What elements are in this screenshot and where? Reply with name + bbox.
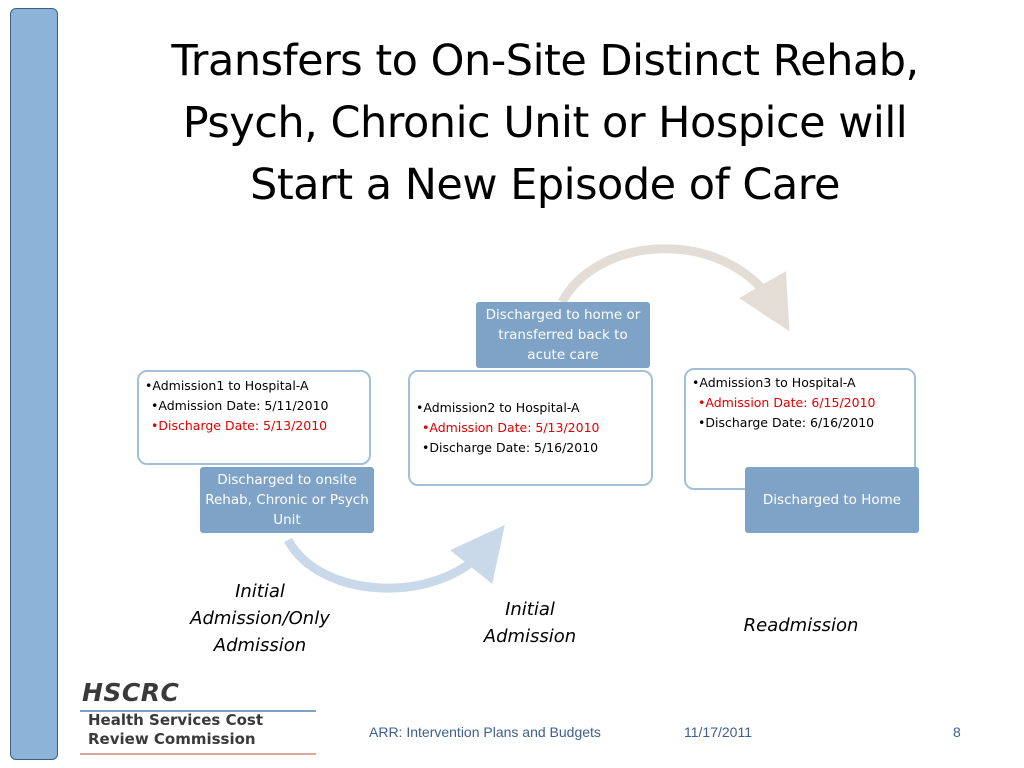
caption-initial-only-admission: Initial Admission/Only Admission xyxy=(170,578,350,659)
caption-1-line-2: Admission/Only xyxy=(190,608,330,629)
footer-slide-number: 8 xyxy=(953,724,961,740)
admission3-admission-date: •Admission Date: 6/15/2010 xyxy=(698,395,876,410)
caption-3-line-1: Readmission xyxy=(743,615,859,636)
caption-2-line-1: Initial xyxy=(505,599,555,620)
title-line-1: Transfers to On-Site Distinct Rehab, xyxy=(171,36,919,86)
admission3-discharge-date: •Discharge Date: 6/16/2010 xyxy=(698,415,875,430)
admission2-discharge-tag: Discharged to home or transferred back t… xyxy=(476,302,650,368)
caption-1-line-1: Initial xyxy=(235,581,285,602)
admission2-admission-date: •Admission Date: 5/13/2010 xyxy=(422,420,600,435)
logo-rule-top xyxy=(80,710,316,712)
admission3-header: •Admission3 to Hospital-A xyxy=(692,375,856,390)
admission1-discharge-tag: Discharged to onsite Rehab, Chronic or P… xyxy=(200,467,374,533)
admission1-admission-date: •Admission Date: 5/11/2010 xyxy=(151,398,329,413)
admission1-discharge-date: •Discharge Date: 5/13/2010 xyxy=(151,418,328,433)
slide-title: Transfers to On-Site Distinct Rehab, Psy… xyxy=(80,30,1010,216)
admission2-header: •Admission2 to Hospital-A xyxy=(416,400,580,415)
caption-initial-admission: Initial Admission xyxy=(460,596,600,650)
admission2-discharge-date: •Discharge Date: 5/16/2010 xyxy=(422,440,599,455)
logo-rule-bottom xyxy=(80,753,316,755)
caption-readmission: Readmission xyxy=(730,612,872,639)
admission1-header: •Admission1 to Hospital-A xyxy=(145,378,309,393)
footer-presentation-title: ARR: Intervention Plans and Budgets xyxy=(369,724,601,740)
arrow-to-readmission xyxy=(558,244,790,332)
admission2-card: •Admission2 to Hospital-A •Admission Dat… xyxy=(408,370,653,486)
admission3-discharge-tag: Discharged to Home xyxy=(745,467,919,533)
caption-1-line-3: Admission xyxy=(213,635,307,656)
admission1-card: •Admission1 to Hospital-A •Admission Dat… xyxy=(137,370,371,465)
logo-name-line-1: Health Services Cost xyxy=(88,711,263,729)
footer-date: 11/17/2011 xyxy=(684,724,752,740)
decorative-side-bar xyxy=(10,8,58,760)
logo-name-line-2: Review Commission xyxy=(88,730,256,748)
arrow-to-second-admission xyxy=(284,524,505,593)
caption-2-line-2: Admission xyxy=(483,626,577,647)
logo-abbreviation: HSCRC xyxy=(82,678,180,707)
title-line-3: Start a New Episode of Care xyxy=(250,160,840,210)
title-line-2: Psych, Chronic Unit or Hospice will xyxy=(182,98,908,148)
hscrc-logo: HSCRC Health Services Cost Review Commis… xyxy=(80,678,320,762)
